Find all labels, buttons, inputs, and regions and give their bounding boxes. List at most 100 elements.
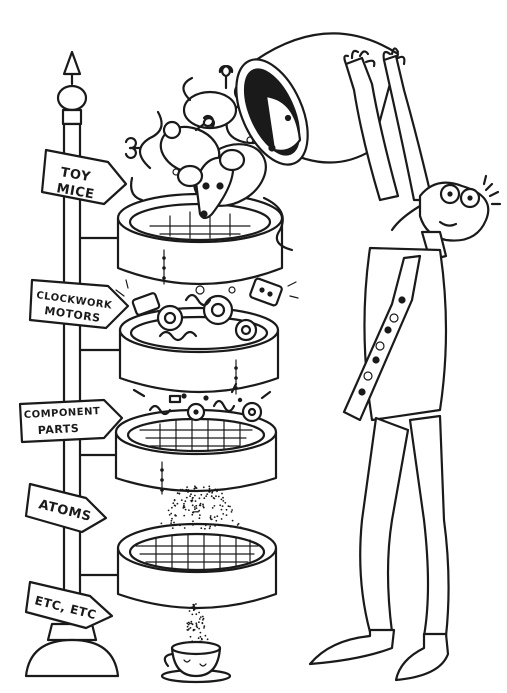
signpost-icon (24, 50, 122, 678)
sieve-icon (114, 408, 278, 495)
dust-particle (197, 637, 200, 640)
dust-particle (215, 495, 217, 497)
dust-particle (189, 627, 192, 629)
dust-particle (192, 520, 194, 523)
dust-particle (231, 509, 234, 511)
dust-particle (183, 506, 186, 509)
dust-particle (204, 524, 207, 527)
dust-particle (170, 512, 173, 515)
dust-particle (193, 628, 196, 631)
sign-component-parts-line1: COMPONENT (24, 406, 101, 421)
dust-particle (217, 523, 220, 526)
dust-particle (202, 486, 205, 489)
dust-particle (209, 515, 212, 517)
dust-particle (189, 635, 192, 638)
dust-particle (198, 497, 201, 500)
dust-particle (209, 525, 212, 528)
sieve-icon (116, 522, 278, 610)
dust-particle (179, 524, 182, 527)
dust-particle (224, 501, 227, 504)
dust-particle (179, 488, 182, 491)
dust-particle (195, 603, 197, 605)
dust-particle (208, 490, 210, 493)
dust-particle (186, 629, 189, 631)
dust-particle (239, 526, 242, 529)
dust-particle (172, 502, 175, 505)
dust-particle (203, 497, 206, 500)
dust-particle (187, 491, 189, 493)
dust-particle (198, 517, 201, 520)
dust-particle (201, 638, 203, 641)
dust-particle (186, 622, 189, 625)
sieve-icon (118, 306, 280, 395)
dust-particle (222, 500, 225, 502)
dust-particle (208, 527, 211, 530)
dust-particle (194, 500, 197, 502)
dust-particle (199, 616, 202, 618)
sign-component-parts-line2: PARTS (37, 422, 79, 437)
dust-particle (165, 524, 168, 527)
component-parts (132, 382, 272, 423)
dust-particle (183, 502, 185, 505)
dust-particle (225, 508, 228, 511)
dust-particle (202, 617, 205, 620)
dust-particle (181, 488, 184, 491)
dust-particle (196, 490, 199, 493)
dust-particle (160, 522, 163, 525)
dust-particle (185, 496, 188, 499)
dust-particle (230, 525, 232, 528)
dust-particle (203, 625, 206, 628)
clockwork-gear-icon (115, 277, 299, 342)
dust-particle (230, 511, 233, 513)
dust-particle (198, 621, 200, 624)
sign-etc: ETC, ETC (24, 580, 114, 630)
dust-particle (209, 516, 212, 519)
dust-particle (202, 505, 205, 507)
dust-particle (213, 505, 216, 507)
dust-particle (198, 618, 201, 620)
dust-particle (173, 499, 176, 502)
sign-atoms: ATOMS (24, 482, 108, 534)
dust-particle (189, 495, 192, 497)
sign-toy-mice: TOY MICE (40, 148, 128, 206)
dust-particle (204, 527, 206, 530)
atom-dust (160, 485, 242, 646)
dust-particle (191, 613, 194, 616)
dust-particle (186, 486, 189, 488)
dust-particle (199, 514, 201, 516)
dust-particle (170, 519, 173, 522)
dust-particle (237, 522, 240, 525)
dust-particle (203, 627, 205, 629)
dust-particle (168, 514, 171, 516)
scientist-icon (308, 47, 502, 682)
dust-particle (176, 502, 179, 505)
dust-particle (191, 513, 194, 516)
dust-particle (189, 622, 191, 625)
dust-particle (201, 622, 204, 625)
dust-particle (198, 504, 201, 507)
dust-particle (194, 508, 196, 511)
dust-particle (192, 603, 195, 606)
dust-particle (197, 510, 199, 513)
dust-particle (216, 488, 219, 491)
dust-particle (229, 505, 231, 508)
dust-particle (183, 514, 186, 517)
dust-particle (225, 514, 228, 516)
dust-particle (205, 495, 208, 497)
dust-particle (195, 510, 197, 513)
dust-particle (204, 634, 207, 637)
dust-particle (202, 506, 205, 509)
dust-particle (194, 494, 196, 497)
dust-particle (180, 499, 183, 501)
dust-particle (191, 497, 194, 499)
dust-particle (171, 517, 173, 520)
dust-particle (220, 518, 223, 520)
dust-particle (227, 505, 230, 508)
dust-particle (196, 626, 199, 629)
dust-particle (190, 493, 192, 496)
dust-particle (208, 487, 211, 490)
dust-particle (206, 493, 209, 495)
dust-particle (198, 627, 201, 630)
dust-particle (214, 525, 217, 527)
